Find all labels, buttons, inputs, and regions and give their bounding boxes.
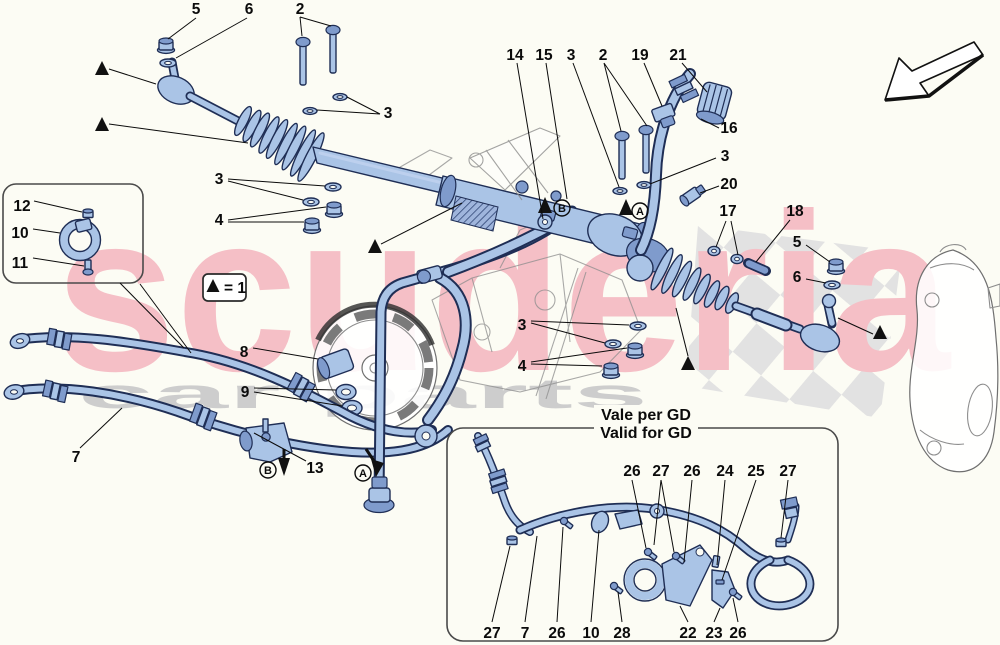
gd-variant-inset: Vale per GD Valid for GD: [446, 405, 839, 642]
callout-26: 26: [548, 625, 566, 642]
callout-3: 3: [518, 317, 527, 334]
callout-26: 26: [729, 625, 747, 642]
callout-11: 11: [12, 255, 29, 272]
callout-15: 15: [535, 47, 553, 64]
clamp-detail-box: [2, 183, 192, 354]
callout-27: 27: [779, 463, 796, 480]
pressure-pipe-16-drawing: [635, 68, 733, 256]
port-a-bottom: A: [359, 468, 367, 480]
callout-14: 14: [506, 47, 524, 64]
callout-21: 21: [669, 47, 687, 64]
legend-box: = 1: [202, 273, 247, 302]
gd-pclamp-arm-22: [661, 544, 713, 607]
callout-7: 7: [521, 625, 530, 642]
callout-22: 22: [679, 625, 696, 642]
port-b-top: B: [558, 203, 566, 215]
steering-rack-drawing: [157, 57, 841, 353]
hose-bracket-13: [239, 418, 293, 463]
mount-bracket-phantom: [468, 127, 561, 201]
callout-9: 9: [241, 384, 250, 401]
callout-16: 16: [720, 120, 738, 137]
gd-hoses-drawing: [472, 432, 815, 611]
pipe-top-fitting: [668, 73, 700, 104]
callout-18: 18: [786, 203, 804, 220]
callout-27: 27: [483, 625, 500, 642]
triangle-markers: [95, 61, 887, 370]
inset-leader-lines: [491, 479, 789, 623]
callout-10: 10: [582, 625, 599, 642]
legend-text: = 1: [224, 280, 246, 297]
hose-elbow-fitting: [416, 265, 443, 284]
callout-5: 5: [192, 1, 201, 18]
port-b-bottom: B: [264, 465, 272, 477]
hydraulic-hoses-drawing: [3, 327, 453, 463]
port-markers: B A B A: [259, 197, 649, 482]
callout-26: 26: [683, 463, 701, 480]
callout-28: 28: [613, 625, 631, 642]
hose-collar: [41, 379, 69, 404]
rack-grille-hatch: [450, 195, 499, 232]
callout-20: 20: [720, 176, 737, 193]
inset-title-line2: Valid for GD: [600, 425, 692, 442]
clamp-parts-drawing: [58, 208, 102, 276]
port-a-top: A: [636, 206, 644, 218]
callout-8: 8: [240, 344, 249, 361]
callout-7: 7: [72, 449, 81, 466]
union-fitting-19: [651, 102, 676, 129]
callout-3: 3: [215, 171, 224, 188]
callout-4: 4: [518, 358, 527, 375]
callout-6: 6: [245, 1, 254, 18]
plug-20: [679, 184, 706, 207]
direction-arrow-icon: [884, 41, 985, 102]
callout-5: 5: [793, 234, 802, 251]
checkered-flag-watermark: [686, 225, 902, 418]
callout-19: 19: [631, 47, 649, 64]
tube-end-fitting: [363, 476, 395, 514]
gd-clamp-10: [590, 510, 610, 534]
callout-10: 10: [11, 225, 28, 242]
callout-17: 17: [719, 203, 736, 220]
pump-cap-part: [316, 348, 355, 380]
callout-labels: 5 6 2 3 3 4 12 10 11 14 15 3 2 19 21 16 …: [11, 1, 804, 477]
hose-collar: [188, 402, 218, 432]
callout-24: 24: [716, 463, 734, 480]
hose-collar: [46, 327, 73, 351]
callout-4: 4: [215, 212, 224, 229]
inset-callout-labels: 26 27 26 24 25 27 27 7 26 10 28 22 23 26: [483, 463, 796, 642]
callout-3: 3: [567, 47, 576, 64]
cap-21: [695, 81, 733, 125]
callout-3: 3: [721, 148, 730, 165]
engine-phantom-outline: [394, 149, 642, 400]
callout-26: 26: [623, 463, 641, 480]
left-boot-bellows: [233, 105, 325, 182]
nut-5-left: [156, 37, 176, 55]
callout-12: 12: [13, 198, 30, 215]
inset-title-backing: [594, 405, 698, 446]
legend-triangle-icon: [206, 279, 220, 292]
leader-lines: [32, 16, 831, 462]
inset-title-line1: Vale per GD: [601, 407, 691, 424]
pump-seal-rings: [335, 383, 363, 417]
right-boot-bellows: [650, 247, 740, 314]
wheel-upright-phantom: [909, 244, 1000, 473]
callout-6: 6: [793, 269, 802, 286]
nut-5-right: [826, 258, 846, 276]
callout-27: 27: [652, 463, 669, 480]
callout-23: 23: [705, 625, 723, 642]
callout-3: 3: [384, 105, 393, 122]
callout-2: 2: [599, 47, 608, 64]
callout-2: 2: [296, 1, 305, 18]
callout-13: 13: [306, 460, 324, 477]
callout-25: 25: [747, 463, 765, 480]
